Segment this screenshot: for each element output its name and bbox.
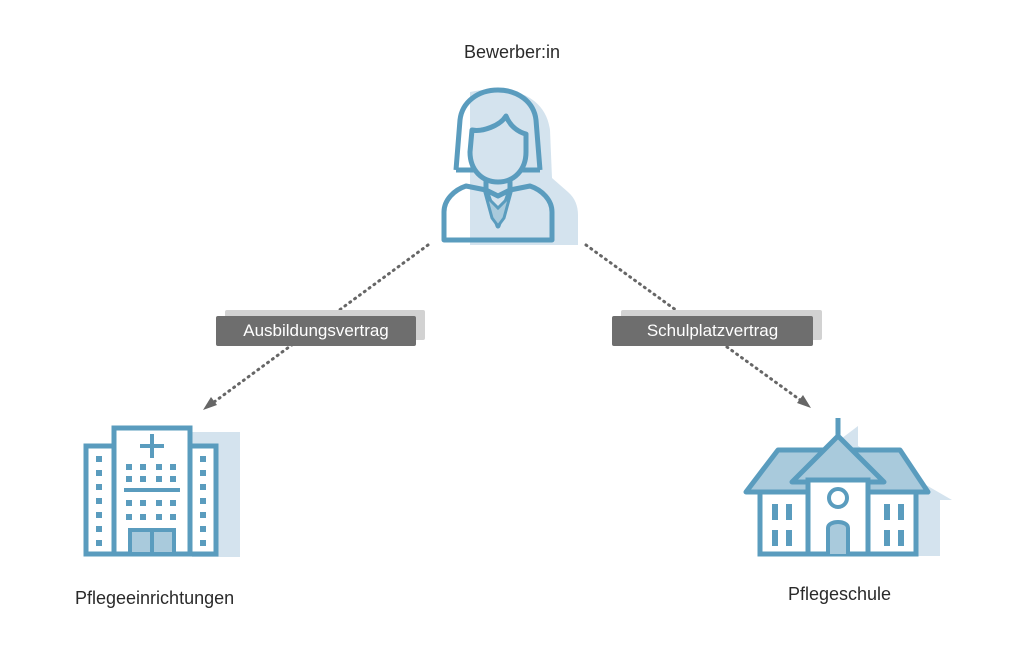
person-icon — [441, 87, 578, 245]
school-building-icon — [743, 418, 952, 557]
school-label: Pflegeschule — [788, 584, 892, 604]
edge-tag-left: Ausbildungsvertrag — [216, 310, 425, 346]
arrowhead-right — [797, 395, 811, 408]
arrow-left — [203, 243, 430, 410]
arrowhead-left — [203, 397, 217, 410]
applicant-label: Bewerber:in — [463, 42, 561, 62]
edge-label-left: Ausbildungsvertrag — [216, 316, 416, 346]
edge-label-right: Schulplatzvertrag — [612, 316, 813, 346]
hospital-building-icon — [83, 425, 240, 557]
edge-tag-right: Schulplatzvertrag — [612, 310, 822, 346]
facility-label: Pflegeeinrichtungen — [75, 588, 235, 608]
